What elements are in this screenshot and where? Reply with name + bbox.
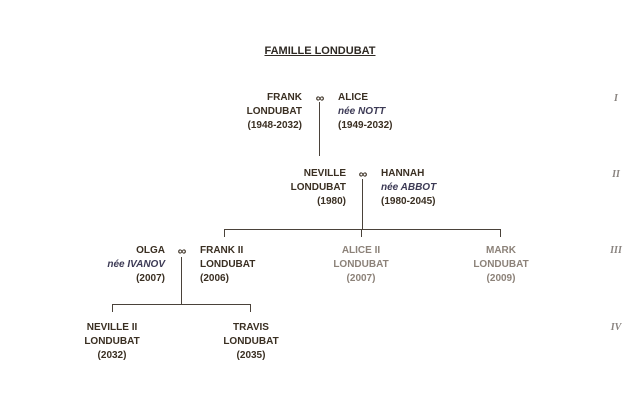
person-first-name: NEVILLE II	[86, 322, 138, 333]
descent-line	[181, 257, 182, 305]
person-mark: MARK LONDUBAT (2009)	[446, 244, 556, 286]
descent-line	[319, 102, 320, 156]
sibling-line	[224, 229, 501, 230]
person-olga: OLGA née IVANOV (2007)	[55, 244, 165, 286]
person-last-name: LONDUBAT	[290, 182, 346, 193]
person-birth-name: née NOTT	[338, 106, 386, 117]
person-frank: FRANK LONDUBAT (1948-2032)	[192, 91, 302, 133]
person-years: (1980-2045)	[381, 196, 436, 207]
person-years: (2009)	[486, 273, 516, 284]
person-years: (2007)	[136, 273, 165, 284]
person-years: (1949-2032)	[338, 120, 393, 131]
person-birth-name: née ABBOT	[381, 182, 437, 193]
person-first-name: HANNAH	[381, 168, 425, 179]
person-years: (2035)	[236, 350, 266, 361]
marriage-symbol: ∞	[177, 244, 187, 258]
tree-title: FAMILLE LONDUBAT	[264, 45, 376, 57]
generation-label: IV	[610, 322, 622, 333]
person-years: (2032)	[97, 350, 127, 361]
marriage-symbol: ∞	[315, 91, 325, 105]
person-travis: TRAVIS LONDUBAT (2035)	[196, 321, 306, 363]
sibling-line	[112, 304, 251, 305]
person-years: (1948-2032)	[247, 120, 302, 131]
person-last-name: LONDUBAT	[200, 259, 256, 270]
descent-line	[362, 179, 363, 230]
child-drop-line	[112, 304, 113, 312]
person-first-name: OLGA	[136, 245, 165, 256]
child-drop-line	[250, 304, 251, 312]
person-alice: ALICE née NOTT (1949-2032)	[338, 91, 448, 133]
person-frank-ii: FRANK II LONDUBAT (2006)	[200, 244, 310, 286]
person-first-name: TRAVIS	[233, 322, 269, 333]
person-first-name: FRANK	[267, 92, 302, 103]
person-years: (2006)	[200, 273, 229, 284]
person-last-name: LONDUBAT	[333, 259, 389, 270]
person-alice-ii: ALICE II LONDUBAT (2007)	[306, 244, 416, 286]
person-last-name: LONDUBAT	[246, 106, 302, 117]
child-drop-line	[361, 229, 362, 237]
child-drop-line	[224, 229, 225, 237]
person-last-name: LONDUBAT	[223, 336, 279, 347]
person-first-name: FRANK II	[200, 245, 244, 256]
person-last-name: LONDUBAT	[84, 336, 140, 347]
marriage-symbol: ∞	[358, 167, 368, 181]
generation-label: III	[610, 245, 622, 256]
person-last-name: LONDUBAT	[473, 259, 529, 270]
generation-label: II	[612, 169, 620, 180]
person-neville: NEVILLE LONDUBAT (1980)	[236, 167, 346, 209]
generation-label: I	[614, 93, 618, 104]
person-years: (1980)	[317, 196, 346, 207]
person-years: (2007)	[346, 273, 376, 284]
person-first-name: MARK	[486, 245, 516, 256]
person-first-name: ALICE	[338, 92, 368, 103]
person-hannah: HANNAH née ABBOT (1980-2045)	[381, 167, 491, 209]
person-first-name: ALICE II	[341, 245, 381, 256]
child-drop-line	[500, 229, 501, 237]
person-neville-ii: NEVILLE II LONDUBAT (2032)	[57, 321, 167, 363]
person-first-name: NEVILLE	[303, 168, 346, 179]
person-birth-name: née IVANOV	[107, 259, 165, 270]
